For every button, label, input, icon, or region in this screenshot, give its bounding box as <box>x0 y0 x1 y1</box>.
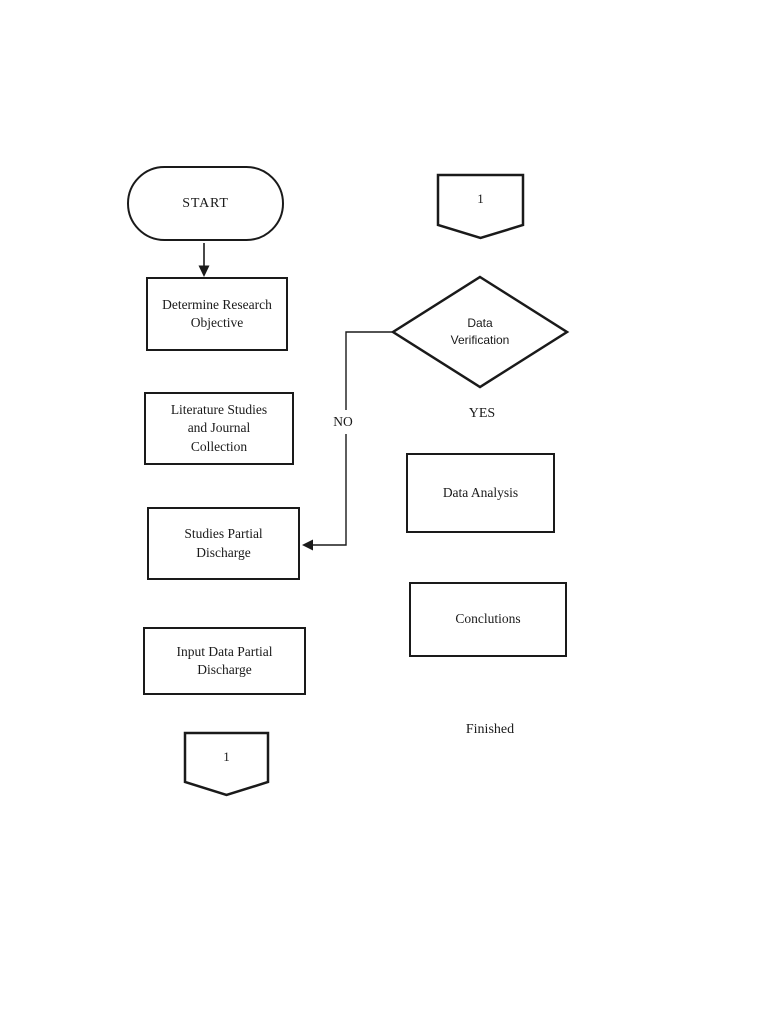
node-label: Determine Research Objective <box>162 296 272 332</box>
label-line: Literature Studies <box>170 402 268 418</box>
arrowhead-no-path <box>302 539 313 551</box>
node-label: Data Analysis <box>442 484 519 500</box>
node-label: Conclutions <box>455 611 521 627</box>
edge-label-yes: YES <box>468 405 496 421</box>
label-line: and Journal <box>187 420 251 436</box>
node-label: Studies Partial Discharge <box>184 525 262 561</box>
label-line: Studies Partial <box>184 526 263 542</box>
decision-data-verification: Data Verification <box>390 275 570 389</box>
label-line: Objective <box>190 315 244 330</box>
arrowhead-start-to-determine <box>198 265 210 277</box>
start-node: START <box>127 166 284 241</box>
label-line: Discharge <box>197 662 252 677</box>
label-line: Determine Research <box>162 296 272 312</box>
offpage-connector-bottom: 1 <box>183 731 270 797</box>
edge-label-no: NO <box>325 410 361 434</box>
process-data-analysis: Data Analysis <box>406 453 555 533</box>
node-label: Literature Studies and Journal Collectio… <box>171 401 267 456</box>
process-determine-research-objective: Determine Research Objective <box>146 277 288 351</box>
offpage-connector-bottom-shape <box>183 731 270 797</box>
process-input-data-partial-discharge: Input Data Partial Discharge <box>143 627 306 695</box>
label-line: Verification <box>450 333 510 347</box>
decision-diamond-shape <box>390 275 570 389</box>
offpage-connector-top-label: 1 <box>477 191 484 206</box>
finished-label: Finished <box>465 721 515 737</box>
offpage-connector-top-shape <box>436 173 525 240</box>
process-studies-partial-discharge: Studies Partial Discharge <box>147 507 300 580</box>
label-line: Input Data Partial <box>176 643 273 659</box>
offpage-connector-top: 1 <box>436 173 525 240</box>
offpage-connector-bottom-label: 1 <box>223 749 230 764</box>
process-literature-studies: Literature Studies and Journal Collectio… <box>144 392 294 465</box>
label-line: Data <box>467 316 493 331</box>
start-label: START <box>182 195 229 211</box>
label-line: Collection <box>190 438 248 454</box>
label-line: Discharge <box>196 544 251 560</box>
decision-label: Data Verification <box>391 275 569 389</box>
arrow-no-path <box>313 331 393 546</box>
process-conclutions: Conclutions <box>409 582 567 657</box>
node-label: Input Data Partial Discharge <box>177 643 273 679</box>
